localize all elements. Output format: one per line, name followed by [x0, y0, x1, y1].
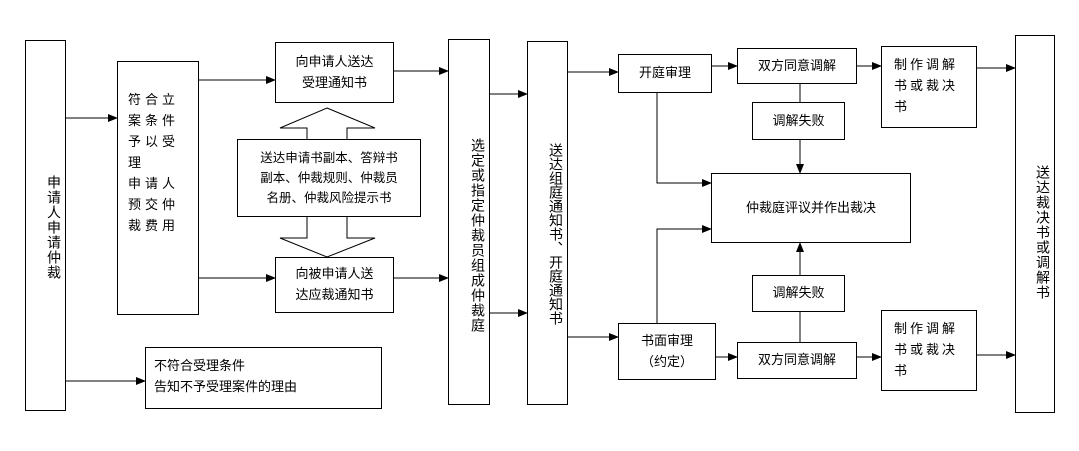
- node-tribunal-ruling-label: 仲裁庭评议并作出裁决: [745, 200, 876, 216]
- node-mediation-top-label: 双方同意调解: [757, 58, 836, 74]
- node-hearing: 开庭审理: [618, 54, 712, 93]
- node-notify-respondent: 向被申请人送 达应裁通知书: [275, 257, 394, 313]
- arrow-hearing-to-ruling: [656, 92, 712, 187]
- node-tribunal-ruling: 仲裁庭评议并作出裁决: [711, 173, 911, 243]
- node-deliver-award: 送达裁决书或调解书: [1015, 35, 1055, 413]
- node-mediation-doc-bottom: 制作调解 书或裁决 书: [881, 310, 977, 391]
- node-reject-label: 不符合受理条件 告知不予受理案件的理由: [154, 359, 298, 395]
- node-select-arbitrators: 选定或指定仲裁员组成仲裁庭: [448, 39, 490, 405]
- node-select-arbitrators-label: 选定或指定仲裁员组成仲裁庭: [469, 137, 485, 333]
- node-written-review: 书面审理 （约定）: [618, 323, 716, 380]
- node-mediation-top: 双方同意调解: [737, 48, 857, 84]
- node-applicant-apply: 申请人申请仲裁: [25, 40, 66, 411]
- node-notify-applicant: 向申请人送达 受理通知书: [275, 42, 394, 103]
- arrow-written-to-ruling: [656, 225, 712, 323]
- node-hearing-label: 开庭审理: [638, 66, 691, 81]
- node-mediation-doc-bottom-label: 制作调解 书或裁决 书: [894, 322, 959, 379]
- node-mediation-bottom: 双方同意调解: [737, 342, 857, 379]
- node-accept-conditions-label: 符合立 案条件 予以受 理 申请人 预交仲 裁费用: [128, 93, 180, 234]
- node-mediation-fail-bottom-label: 调解失败: [772, 286, 825, 301]
- node-notify-respondent-label: 向被申请人送 达应裁通知书: [295, 267, 374, 303]
- node-applicant-apply-label: 申请人申请仲裁: [45, 174, 61, 280]
- node-mediation-fail-bottom: 调解失败: [752, 275, 845, 312]
- node-documents-sent-label: 送达申请书副本、答辩书 副本、仲裁规则、仲裁员 名册、仲裁风险提示书: [260, 150, 398, 205]
- node-mediation-fail-top: 调解失败: [752, 102, 845, 140]
- node-documents-sent: 送达申请书副本、答辩书 副本、仲裁规则、仲裁员 名册、仲裁风险提示书: [237, 139, 421, 217]
- node-accept-conditions: 符合立 案条件 予以受 理 申请人 预交仲 裁费用: [117, 61, 199, 315]
- node-mediation-doc-top: 制作调解 书或裁决 书: [881, 46, 977, 128]
- node-written-review-label: 书面审理 （约定）: [640, 333, 693, 370]
- node-notify-tribunal-label: 送达组庭通知书、开庭通知书: [547, 142, 563, 325]
- node-notify-tribunal: 送达组庭通知书、开庭通知书: [527, 41, 568, 405]
- node-mediation-fail-top-label: 调解失败: [772, 113, 825, 129]
- node-mediation-bottom-label: 双方同意调解: [757, 353, 836, 368]
- node-reject: 不符合受理条件 告知不予受理案件的理由: [145, 347, 382, 409]
- node-mediation-doc-top-label: 制作调解 书或裁决 书: [894, 58, 959, 115]
- node-notify-applicant-label: 向申请人送达 受理通知书: [295, 54, 374, 91]
- node-deliver-award-label: 送达裁决书或调解书: [1034, 164, 1050, 300]
